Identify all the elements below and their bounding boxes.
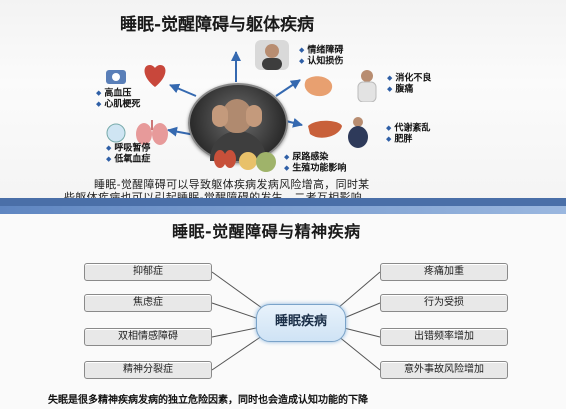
label-urinary-2: ◆生殖功能影响	[284, 163, 347, 174]
label-cardio-1: ◆高血压	[96, 88, 132, 99]
label-respiratory-2: ◆低氧血症	[106, 154, 151, 165]
label-urinary-1: ◆尿路感染	[284, 152, 329, 163]
headache-person-icon	[255, 40, 289, 70]
top-paragraph-line-1: 睡眠-觉醒障碍可以导致躯体疾病发病风险增高，同时某	[94, 178, 370, 191]
label-cardio-2: ◆心肌梗死	[96, 99, 141, 110]
reproductive-icon	[238, 148, 278, 174]
divider-strip	[0, 198, 566, 206]
box-error-rate: 出错频率增加	[380, 328, 508, 346]
label-emotion-2: ◆认知损伤	[299, 56, 344, 67]
label-metabolic-2: ◆肥胖	[386, 134, 413, 145]
stomach-icon	[300, 74, 340, 100]
label-respiratory-1: ◆呼吸暂停	[106, 143, 151, 154]
bottom-title: 睡眠-觉醒障碍与精神疾病	[172, 222, 361, 241]
blood-pressure-icon	[104, 66, 130, 86]
arrow-upleft	[169, 83, 197, 97]
bottom-header-strip	[0, 206, 566, 214]
box-behavior-impaired: 行为受损	[380, 294, 508, 312]
box-depression: 抑郁症	[84, 263, 212, 281]
label-metabolic-1: ◆代谢紊乱	[386, 123, 431, 134]
insomnia-man-image	[188, 83, 288, 163]
label-digest-1: ◆消化不良	[387, 73, 432, 84]
box-accident-risk: 意外事故风险增加	[380, 361, 508, 379]
box-pain-worse: 疼痛加重	[380, 263, 508, 281]
box-bipolar: 双相情感障碍	[84, 328, 212, 346]
heart-icon	[140, 60, 170, 90]
label-digest-2: ◆腹痛	[387, 84, 414, 95]
top-title: 睡眠-觉醒障碍与躯体疾病	[120, 15, 315, 35]
arrow-upright	[275, 79, 301, 97]
lungs-icon	[134, 120, 170, 146]
box-anxiety: 焦虑症	[84, 294, 212, 312]
center-box-sleep-disease: 睡眠疾病	[256, 304, 346, 342]
oxygen-mask-icon	[104, 122, 128, 144]
kidney-icon	[213, 148, 237, 170]
box-schizophrenia: 精神分裂症	[84, 361, 212, 379]
liver-icon	[306, 118, 344, 142]
abdominal-pain-person-icon	[352, 68, 382, 102]
bottom-paragraph: 失眠是很多精神疾病发病的独立危险因素，同时也会造成认知功能的下降	[48, 395, 368, 406]
obese-person-icon	[345, 115, 371, 149]
top-panel	[0, 0, 566, 206]
label-emotion-1: ◆情绪障碍	[299, 45, 344, 56]
